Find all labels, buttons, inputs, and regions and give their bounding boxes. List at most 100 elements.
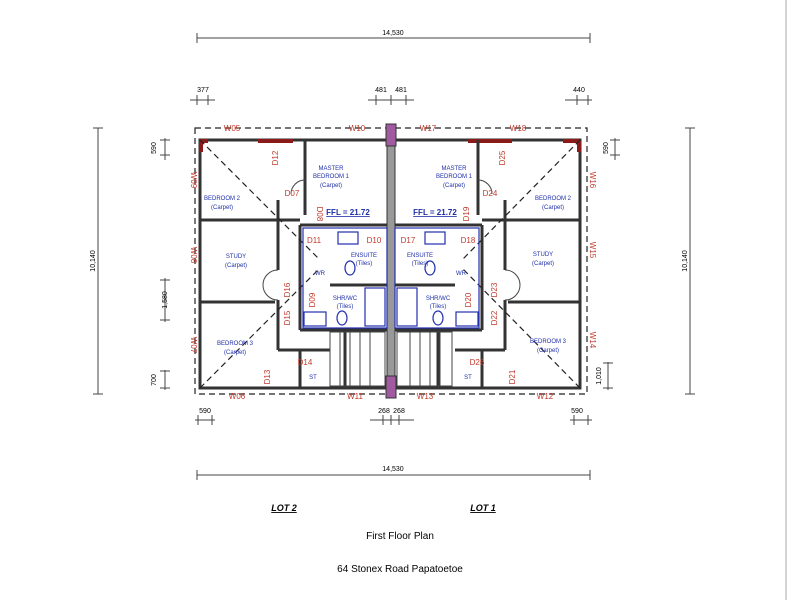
room-label: BEDROOM 1 [436,174,473,180]
door-label: D22 [490,310,499,325]
door-label: D20 [464,292,473,307]
small-dim-ticks [160,95,620,425]
window-label: W09 [189,172,198,189]
room-label: MASTER [441,166,467,172]
dim-label: 590 [571,408,583,415]
dim-label: 481 [395,87,407,94]
door-label: D11 [307,236,322,245]
door-label: D14 [298,358,313,367]
room-sub: (Carpet) [225,263,247,269]
window-label: W11 [347,392,363,401]
room-sub: (Tiles) [430,304,446,310]
window-label: W14 [588,332,597,349]
room-sub: (Tiles) [337,304,353,310]
door-label: D17 [401,236,416,245]
door-label: D08 [315,207,324,222]
overall-depth-label: 10,140 [90,250,97,272]
door-label: D13 [263,369,272,384]
dim-label: 590 [603,142,610,154]
overall-width-label-bottom: 14,530 [382,466,404,473]
window-label: W06 [229,392,246,401]
dim-label: 1,580 [162,291,169,309]
door-label: D18 [461,236,476,245]
door-label: D15 [283,310,292,325]
room-sub: (Tiles) [412,261,428,267]
dimension-right: 10,140 [682,127,695,395]
dim-label: 481 [375,87,387,94]
dimension-left: 10,140 [90,127,103,395]
window-label: W10 [349,124,366,133]
window-label: W07 [189,337,198,354]
door-label: D09 [308,292,317,307]
ffl-label: FFL = 21.72 [326,208,370,217]
room-sub: (Carpet) [443,183,465,189]
door-label: D25 [498,150,507,165]
room-label: WR [315,271,326,277]
room-label: STUDY [533,252,553,258]
roof-hip-lines [199,139,581,389]
room-label: MASTER [318,166,344,172]
room-label: STUDY [226,254,246,260]
window-label: W16 [588,172,597,189]
dim-label: 440 [573,87,585,94]
room-label: SHR/WC [426,296,451,302]
dim-label: 268 [378,408,390,415]
dimension-bottom: 14,530 [196,466,591,480]
dim-label: 700 [151,374,158,386]
room-label: WR [456,271,467,277]
dim-label: 268 [393,408,405,415]
bathroom-fixtures [302,227,480,329]
room-label: ENSUITE [351,253,377,259]
party-wall-cap [385,123,397,147]
dim-label: 1,010 [596,367,603,385]
room-sub: (Tiles) [356,261,372,267]
plan-title: First Floor Plan [366,531,434,542]
door-label: D24 [483,189,498,198]
room-label: ST [309,375,317,381]
dim-label: 590 [199,408,211,415]
door-label: D12 [271,150,280,165]
door-label: D10 [367,236,382,245]
room-label: BEDROOM 2 [535,196,572,202]
window-label: W08 [189,247,198,264]
room-sub: (Carpet) [211,205,233,211]
party-wall-cap [385,375,397,399]
room-label: BEDROOM 3 [217,341,254,347]
room-label: BEDROOM 3 [530,339,567,345]
lot2-label: LOT 2 [271,503,297,513]
overall-width-label: 14,530 [382,30,404,37]
room-label: ENSUITE [407,253,433,259]
door-label: D16 [283,282,292,297]
room-label: ST [464,375,472,381]
room-sub: (Carpet) [537,348,559,354]
interior-walls-lot1 [395,140,580,388]
door-label: D19 [462,206,471,221]
address: 64 Stonex Road Papatoetoe [337,564,463,575]
dim-label: 590 [151,142,158,154]
room-sub: (Carpet) [224,350,246,356]
room-sub: (Carpet) [532,261,554,267]
overall-depth-label-right: 10,140 [682,250,689,272]
room-sub: (Carpet) [320,183,342,189]
door-swings [262,179,521,301]
window-label: W13 [417,392,434,401]
dim-label: 377 [197,87,209,94]
lot1-label: LOT 1 [470,503,496,513]
window-label: W15 [588,242,597,259]
rooms-lot1: MASTER BEDROOM 1 (Carpet) BEDROOM 2 (Car… [407,166,572,381]
window-marks [199,139,581,152]
dimension-top: 14,530 [196,30,591,43]
room-sub: (Carpet) [542,205,564,211]
party-wall [386,127,396,395]
rooms-lot2: MASTER BEDROOM 1 (Carpet) BEDROOM 2 (Car… [204,166,377,381]
door-label: D07 [285,189,300,198]
window-label: W17 [420,124,437,133]
ffl-label: FFL = 21.72 [413,208,457,217]
room-label: BEDROOM 2 [204,196,241,202]
door-label: D26 [470,358,485,367]
door-label: D21 [508,369,517,384]
window-label: W05 [224,124,241,133]
window-label: W18 [510,124,527,133]
door-label: D23 [490,282,499,297]
